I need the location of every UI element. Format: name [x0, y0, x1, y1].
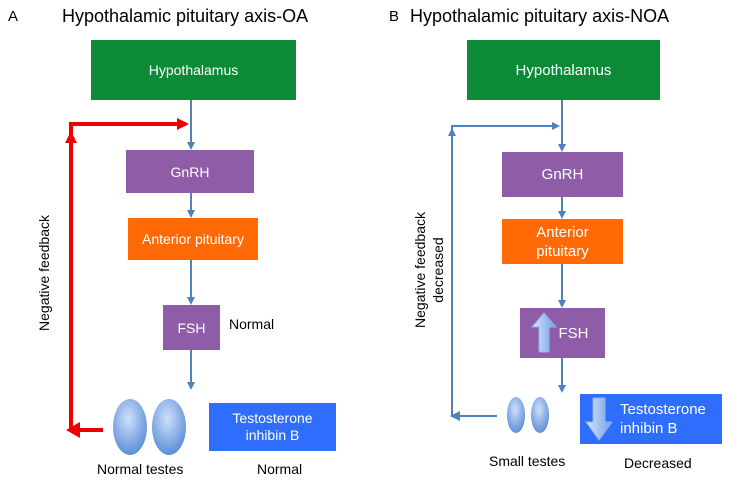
panel-b-hormones-line2: inhibin B: [620, 420, 678, 437]
panel-a-gnrh-box: GnRH: [126, 150, 254, 193]
panel-b-pituitary-line2: pituitary: [536, 242, 589, 260]
panel-b-fsh-box: FSH: [520, 308, 605, 358]
panel-a-pituitary-label: Anterior pituitary: [142, 231, 244, 247]
panel-a-hypothalamus-label: Hypothalamus: [148, 62, 239, 78]
panel-b-fsh-increase-icon: [530, 312, 558, 353]
panel-a-hormones-status: Normal: [257, 461, 303, 477]
panel-a-pituitary-box: Anterior pituitary: [128, 218, 258, 260]
panel-a-fsh-label: FSH: [177, 319, 206, 336]
panel-a-testes-label: Normal testes: [97, 461, 184, 477]
panel-a-hormones-line1: Testosterone: [232, 410, 313, 426]
panel-b-feedback-arrow: [451, 122, 560, 417]
panel-b-testis-right: [531, 397, 549, 433]
panel-b-fsh-label: FSH: [558, 324, 589, 342]
panel-a-hormones-box: Testosterone inhibin B: [209, 403, 336, 451]
panel-b-pituitary-line1: Anterior: [536, 223, 589, 241]
panel-b-feedback-arrowhead-left: [450, 411, 460, 421]
panel-a-fsh-status: Normal: [229, 316, 275, 332]
panel-a-testis-right: [152, 399, 186, 455]
panel-a-fsh-box: FSH: [163, 305, 220, 350]
panel-a-hormones-line2: inhibin B: [245, 427, 300, 443]
panel-b-testes-label: Small testes: [489, 453, 566, 469]
panel-b-title: Hypothalamic pituitary axis-NOA: [410, 6, 670, 26]
panel-b-letter: B: [389, 8, 400, 25]
panel-a-feedback-arrowhead-left: [66, 422, 80, 438]
panel-a-hypothalamus-box: Hypothalamus: [91, 40, 296, 100]
panel-b-hormones-decrease-icon: [585, 397, 613, 441]
panel-a-gnrh-label: GnRH: [170, 163, 210, 180]
panel-a-letter: A: [8, 8, 19, 25]
panel-b-testis-left: [507, 397, 525, 433]
panel-a-testis-left: [113, 399, 147, 455]
panel-b-hormones-status: Decreased: [624, 455, 692, 471]
panel-b-hypothalamus-box: Hypothalamus: [467, 40, 660, 100]
panel-a-feedback-arrow: [69, 118, 189, 432]
panel-a-title: Hypothalamic pituitary axis-OA: [62, 6, 309, 26]
panel-b-hypothalamus-label: Hypothalamus: [515, 61, 612, 79]
panel-b-gnrh-label: GnRH: [541, 166, 584, 183]
panel-b-gnrh-box: GnRH: [502, 152, 623, 197]
panel-b-pituitary-box: Anterior pituitary: [502, 219, 623, 264]
panel-b-hormones-line1: Testosterone: [620, 401, 706, 418]
